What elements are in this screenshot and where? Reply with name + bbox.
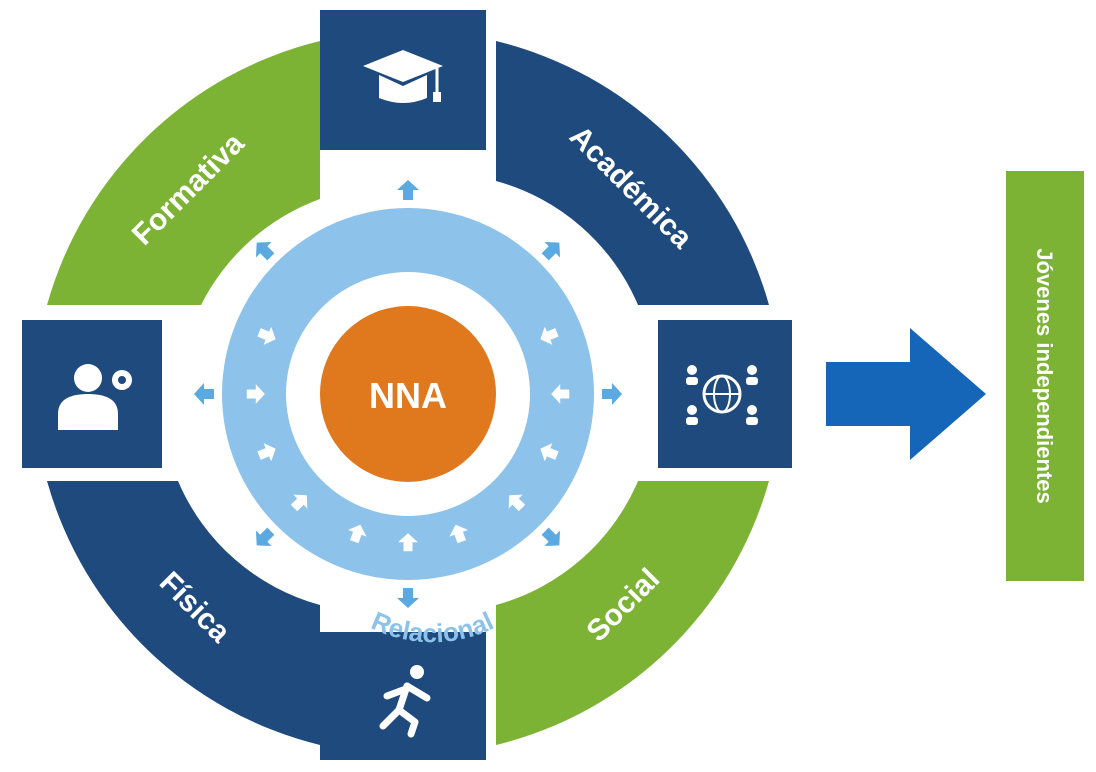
arrows-group	[194, 180, 622, 608]
result-box	[1006, 171, 1084, 581]
segment-fisica	[47, 481, 320, 745]
global-network-icon	[686, 365, 758, 425]
outward-arrow	[255, 527, 275, 547]
user-settings-icon	[58, 364, 132, 430]
inward-arrow	[290, 494, 308, 512]
result-label: Jóvenes independientes	[1032, 248, 1057, 504]
inward-arrow	[449, 524, 468, 544]
icon-boxes	[22, 10, 792, 760]
outer-ring	[47, 41, 769, 745]
inward-arrow	[508, 494, 526, 512]
outward-arrow	[397, 588, 419, 608]
inward-arrow	[257, 443, 276, 462]
icon-box-left	[22, 320, 162, 468]
segment-academica	[496, 41, 769, 305]
outward-arrow	[397, 180, 419, 200]
inward-arrow	[540, 443, 559, 462]
running-person-icon	[379, 665, 431, 738]
big-arrow	[826, 328, 986, 460]
outward-arrow	[255, 241, 275, 261]
inward-arrow	[348, 524, 367, 544]
outward-arrow	[541, 527, 561, 547]
segment-social	[496, 481, 769, 745]
inward-arrow	[257, 326, 276, 345]
outward-arrow	[541, 241, 561, 261]
outward-arrow	[602, 383, 622, 405]
inward-arrow	[398, 533, 418, 552]
inward-arrow	[540, 326, 559, 345]
outward-arrow	[194, 383, 214, 405]
inward-arrow	[246, 384, 265, 404]
graduation-cap-icon	[363, 50, 443, 103]
inward-arrow	[551, 384, 570, 404]
center-circle	[320, 306, 496, 482]
segment-formativa	[47, 41, 320, 305]
center-label: NNA	[369, 375, 447, 416]
